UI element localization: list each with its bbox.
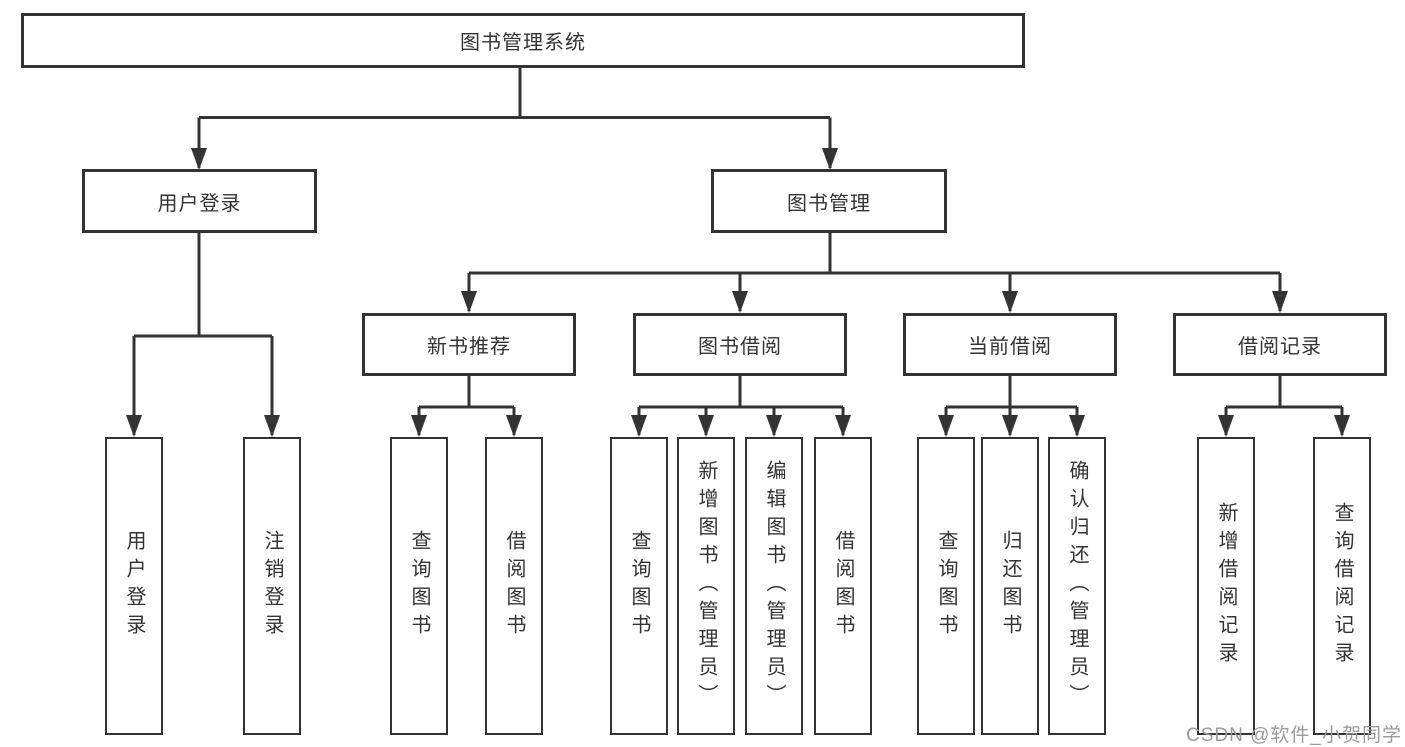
node-label: 图书管理 [787, 192, 871, 215]
node-return-books: 归还图书 [981, 437, 1039, 735]
node-label: 查询图书 [628, 530, 650, 642]
node-label: 借阅图书 [832, 530, 854, 642]
node-label: 编辑图书（管理员） [763, 460, 785, 712]
node-label: 借阅记录 [1238, 336, 1322, 358]
node-label: 确认归还（管理员） [1066, 460, 1088, 712]
node-user-login: 用户登录 [82, 169, 317, 233]
node-add-book-admin: 新增图书（管理员） [677, 437, 735, 735]
node-label: 查询图书 [408, 530, 430, 642]
node-label: 新增借阅记录 [1215, 502, 1237, 670]
node-borrow-books-recommend: 借阅图书 [485, 437, 543, 735]
node-label: 查询图书 [935, 530, 957, 642]
node-borrowing-records: 借阅记录 [1173, 313, 1387, 376]
node-book-borrowing: 图书借阅 [633, 313, 847, 376]
node-label: 注销登录 [261, 530, 283, 642]
node-label: 新增图书（管理员） [695, 460, 717, 712]
node-confirm-return-admin: 确认归还（管理员） [1048, 437, 1106, 735]
node-label: 归还图书 [999, 530, 1021, 642]
node-book-management: 图书管理 [711, 169, 947, 233]
node-label: 新书推荐 [427, 336, 511, 358]
node-query-books-current: 查询图书 [917, 437, 975, 735]
node-label: 图书借阅 [698, 336, 782, 358]
node-user-login-action: 用户登录 [105, 437, 163, 735]
node-library-management-system: 图书管理系统 [21, 13, 1025, 68]
node-current-borrowing: 当前借阅 [903, 313, 1117, 376]
arrowheads [126, 148, 1350, 437]
node-add-borrow-record: 新增借阅记录 [1197, 437, 1255, 735]
node-query-borrow-record: 查询借阅记录 [1313, 437, 1371, 735]
node-label: 用户登录 [157, 192, 242, 215]
node-label: 用户登录 [123, 530, 145, 642]
node-label: 图书管理系统 [460, 32, 586, 54]
node-edit-book-admin: 编辑图书（管理员） [745, 437, 803, 735]
csdn-watermark: CSDN @软件_小贺同学 [1186, 725, 1402, 746]
node-label: 借阅图书 [503, 530, 525, 642]
node-borrow-books-borrowing: 借阅图书 [814, 437, 872, 735]
connector-path [132, 66, 1344, 435]
node-label: 查询借阅记录 [1331, 502, 1353, 670]
node-label: 当前借阅 [968, 336, 1052, 358]
node-new-book-recommendation: 新书推荐 [362, 313, 576, 376]
node-logout-action: 注销登录 [243, 437, 301, 735]
node-query-books-recommend: 查询图书 [390, 437, 448, 735]
node-query-books-borrowing: 查询图书 [610, 437, 668, 735]
